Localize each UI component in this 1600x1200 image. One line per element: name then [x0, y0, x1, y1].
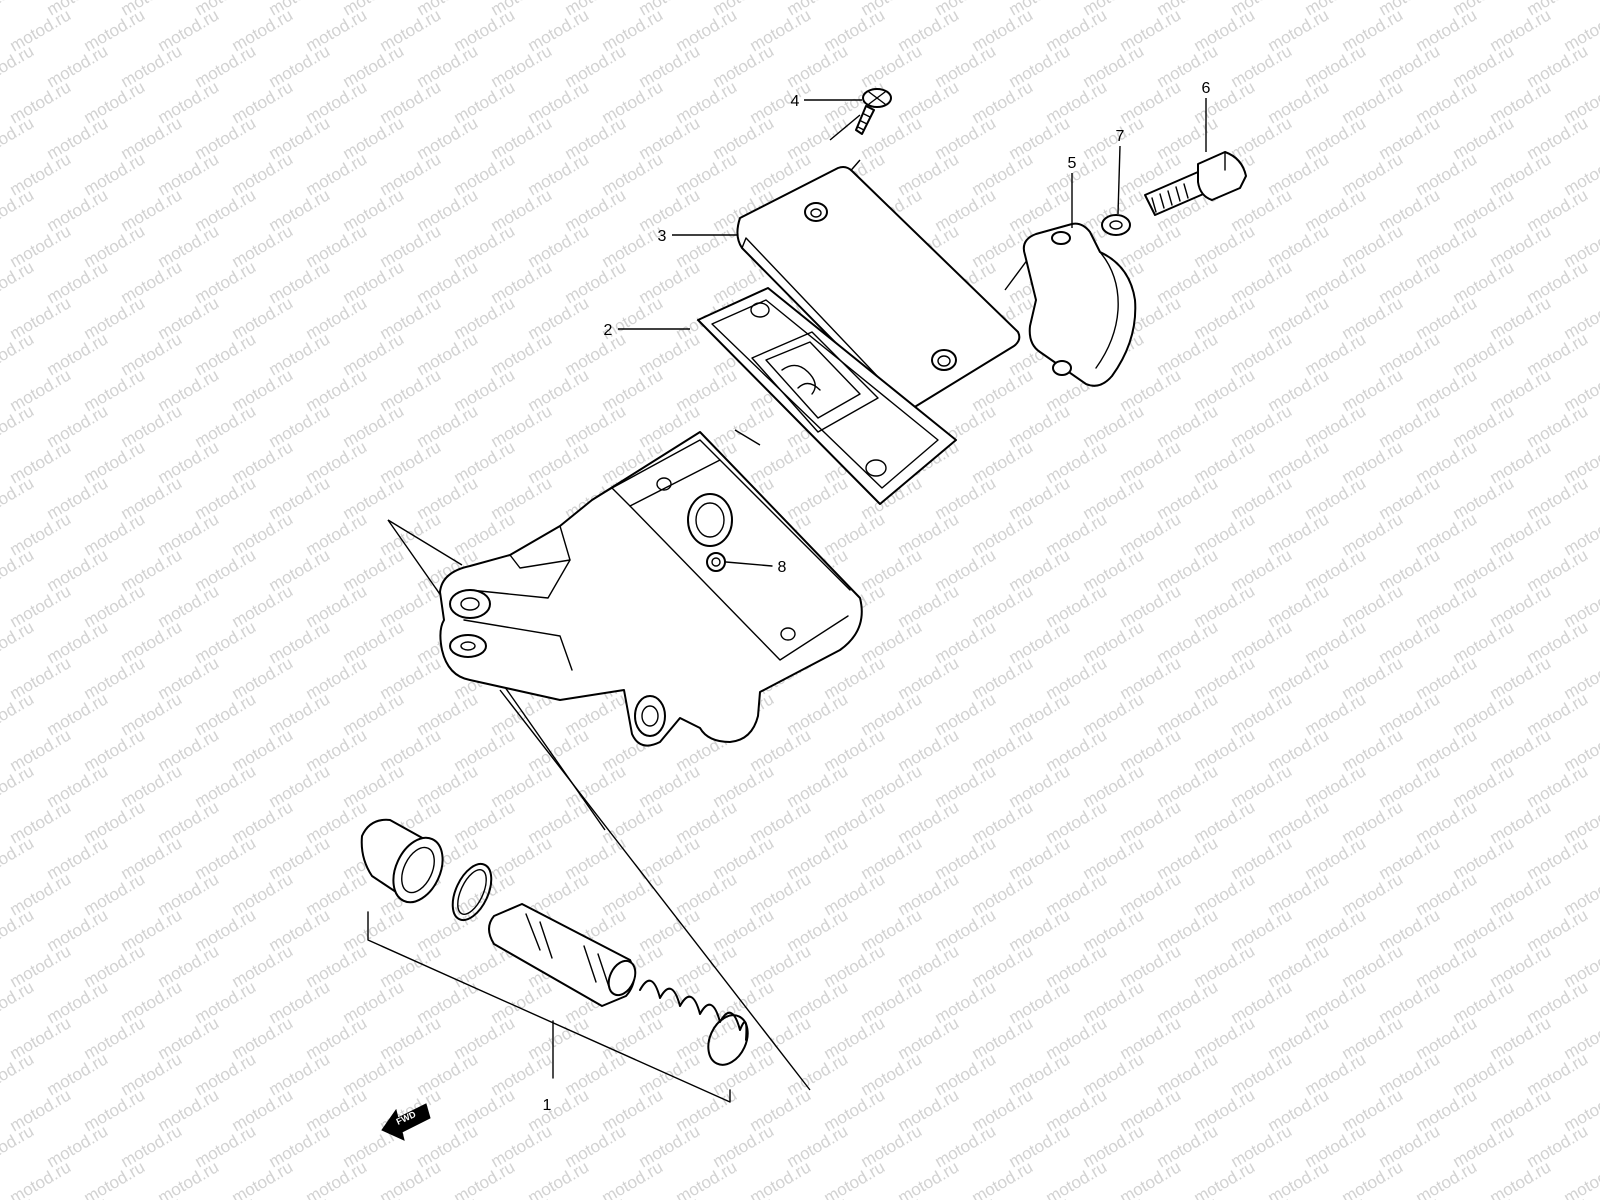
watermark-text: motod.ru: [0, 1121, 37, 1171]
watermark-text: motod.ru: [1006, 1193, 1074, 1200]
watermark-text: motod.ru: [1413, 1157, 1481, 1200]
watermark-text: motod.ru: [229, 1157, 297, 1200]
watermark-text: motod.ru: [1228, 1193, 1296, 1200]
watermark-text: motod.ru: [747, 1157, 815, 1200]
watermark-text: motod.ru: [0, 473, 37, 523]
watermark-text: motod.ru: [1302, 1193, 1370, 1200]
watermark-text: motod.ru: [377, 1157, 445, 1200]
watermark-text: motod.ru: [0, 905, 37, 955]
watermark-text: motod.ru: [0, 0, 37, 19]
watermark-text: motod.ru: [0, 689, 37, 739]
callout-2-label: 2: [604, 322, 613, 339]
watermark-text: motod.ru: [0, 401, 37, 451]
watermark-text: motod.ru: [303, 1157, 371, 1200]
callout-1: 1: [543, 1097, 552, 1114]
callout-3-label: 3: [658, 228, 667, 245]
watermark-text: motod.ru: [0, 185, 37, 235]
watermark-text: motod.ru: [858, 1193, 926, 1200]
watermark-text: motod.ru: [340, 1193, 408, 1200]
callout-7-label: 7: [1116, 128, 1125, 145]
watermark-text: motod.ru: [0, 617, 37, 667]
watermark-text: motod.ru: [266, 1193, 334, 1200]
watermark-text: motod.ru: [451, 1157, 519, 1200]
watermark-text: motod.ru: [821, 1157, 889, 1200]
callout-8: 8: [778, 559, 787, 576]
watermark-text: motod.ru: [0, 761, 37, 811]
watermark-text: motod.ru: [1117, 1157, 1185, 1200]
watermark-text: motod.ru: [969, 1157, 1037, 1200]
watermark-text: motod.ru: [488, 1193, 556, 1200]
callout-5-label: 5: [1068, 155, 1077, 172]
watermark-text: motod.ru: [0, 329, 37, 379]
watermark-text: motod.ru: [81, 1157, 149, 1200]
master-cylinder-body: [439, 431, 863, 747]
watermark-text: motod.ru: [0, 113, 37, 163]
watermark-text: motod.ru: [525, 1157, 593, 1200]
callout-4-label: 4: [791, 93, 800, 110]
watermark-text: motod.ru: [673, 1157, 741, 1200]
watermark-text: motod.ru: [1043, 1157, 1111, 1200]
watermark-text: motod.ru: [7, 1157, 75, 1200]
watermark-text: motod.ru: [1376, 1193, 1444, 1200]
watermark-text: motod.ru: [1080, 1193, 1148, 1200]
watermark-text: motod.ru: [1524, 1193, 1592, 1200]
watermark-text: motod.ru: [636, 1193, 704, 1200]
watermark-text: motod.ru: [710, 1193, 778, 1200]
watermark-text: motod.ru: [784, 1193, 852, 1200]
watermark-text: motod.ru: [414, 1193, 482, 1200]
watermark-text: motod.ru: [1154, 1193, 1222, 1200]
washer-7: [1101, 214, 1131, 236]
watermark-text: motod.ru: [1339, 1157, 1407, 1200]
watermark-text: motod.ru: [44, 1193, 112, 1200]
watermark-text: motod.ru: [155, 1157, 223, 1200]
callout-5: 5: [1068, 155, 1077, 228]
watermark-text: motod.ru: [895, 1157, 963, 1200]
watermark-text: motod.ru: [0, 41, 37, 91]
watermark-text: motod.ru: [1191, 1157, 1259, 1200]
watermark-text: motod.ru: [0, 977, 37, 1027]
watermark-text: motod.ru: [1450, 1193, 1518, 1200]
watermark-text: motod.ru: [118, 1193, 186, 1200]
watermark-text: motod.ru: [0, 545, 37, 595]
watermark-text: motod.ru: [0, 833, 37, 883]
watermark-text: motod.ru: [1265, 1157, 1333, 1200]
callout-6-label: 6: [1202, 80, 1211, 97]
watermark-text: motod.ru: [932, 1193, 1000, 1200]
watermark-text: motod.ru: [562, 1193, 630, 1200]
callout-8-label: 8: [778, 559, 787, 576]
watermark-text: motod.ru: [0, 1049, 37, 1099]
callout-1-label: 1: [543, 1097, 552, 1114]
watermark-text: motod.ru: [599, 1157, 667, 1200]
watermark-text: motod.ru: [0, 257, 37, 307]
watermark-text: motod.ru: [1487, 1157, 1555, 1200]
watermark-text: motod.ru: [192, 1193, 260, 1200]
